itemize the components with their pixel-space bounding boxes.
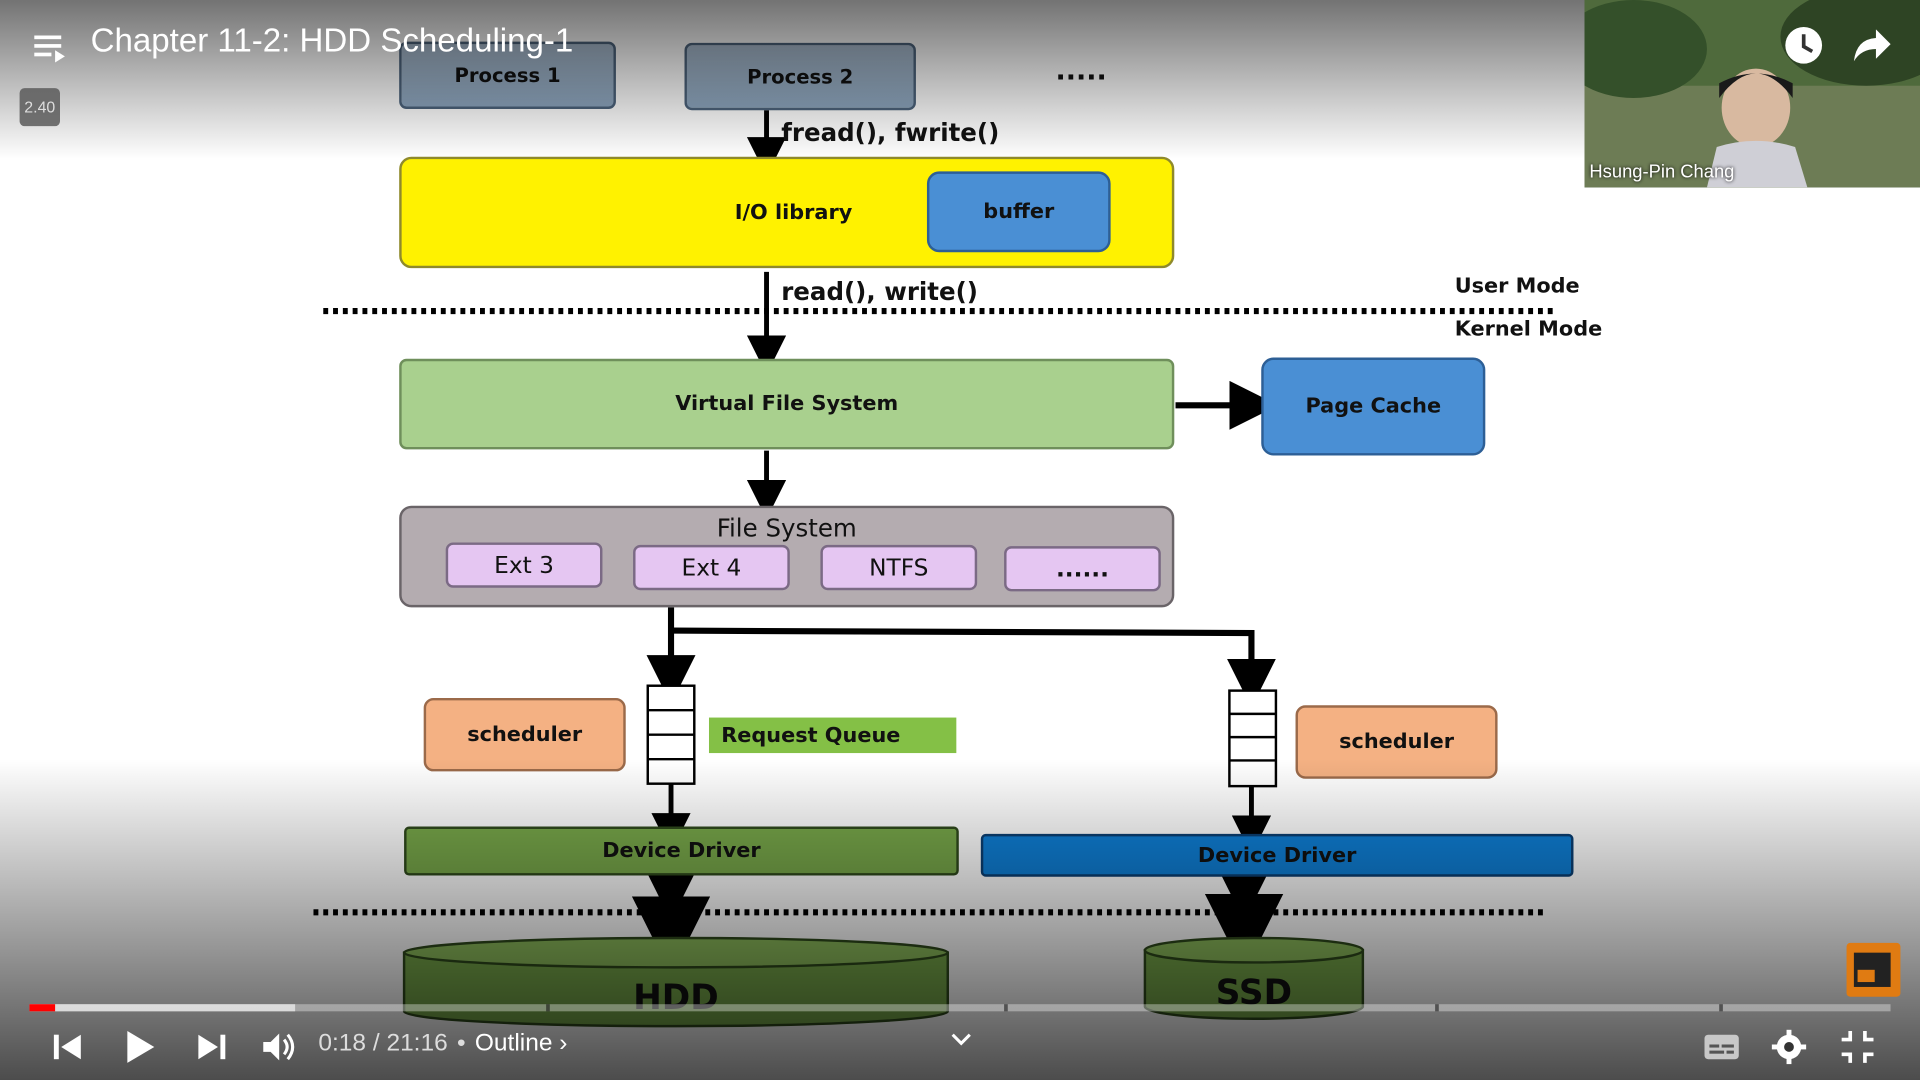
video-title[interactable]: Chapter 11-2: HDD Scheduling-1	[90, 22, 574, 59]
scheduler-left: scheduler	[423, 697, 626, 772]
io-library-label: I/O library	[734, 200, 853, 225]
progress-bar[interactable]	[29, 1004, 1891, 1012]
arrow-fs-to-queue-right	[671, 627, 1276, 708]
request-queue-label: Request Queue	[708, 717, 957, 754]
chevron-down-icon[interactable]	[950, 1031, 972, 1053]
share-icon[interactable]	[1851, 27, 1893, 70]
fs-ext3: Ext 3	[445, 542, 603, 588]
chapter-gap	[546, 1004, 550, 1012]
play-icon[interactable]	[122, 1029, 156, 1072]
volume-icon[interactable]	[260, 1029, 297, 1072]
process-2: Process 2	[684, 42, 916, 111]
file-system-label: File System	[716, 513, 857, 543]
vfs-box: Virtual File System	[399, 358, 1175, 450]
page-cache-box: Page Cache	[1261, 357, 1486, 456]
captions-icon[interactable]	[1702, 1031, 1741, 1069]
outline-chapter[interactable]: Outline ›	[475, 1030, 568, 1057]
fs-more: ......	[1004, 546, 1161, 592]
previous-icon[interactable]	[51, 1031, 83, 1069]
settings-icon[interactable]	[1771, 1029, 1808, 1072]
device-driver-left: Device Driver	[404, 826, 959, 876]
fs-ntfs: NTFS	[820, 544, 978, 591]
chevron-right-icon: ›	[559, 1029, 568, 1057]
device-driver-right: Device Driver	[980, 833, 1574, 877]
channel-watermark[interactable]	[1846, 942, 1901, 997]
call-read-label: read(), write()	[781, 276, 978, 307]
fs-ext4: Ext 4	[633, 544, 790, 591]
next-icon[interactable]	[196, 1031, 228, 1069]
watch-later-icon[interactable]	[1783, 24, 1825, 72]
chapter-gap	[1435, 1004, 1439, 1012]
chapter-gap	[1004, 1004, 1008, 1012]
request-queue-right	[1228, 689, 1278, 788]
scheduler-right: scheduler	[1295, 705, 1498, 779]
outline-label: Outline	[474, 1029, 553, 1057]
user-mode-label: User Mode	[1454, 274, 1580, 299]
playlist-icon[interactable]	[32, 29, 69, 69]
hdd-label: HDD	[633, 977, 719, 1018]
buffer-box: buffer	[926, 171, 1111, 253]
request-queue-left	[646, 684, 696, 785]
call-fread-label: fread(), fwrite()	[781, 117, 1000, 147]
process-ellipsis: .....	[1055, 56, 1107, 87]
kernel-mode-label: Kernel Mode	[1454, 317, 1603, 342]
exit-fullscreen-icon[interactable]	[1839, 1029, 1876, 1072]
progress-buffered	[29, 1004, 296, 1012]
chapter-gap	[1719, 1004, 1723, 1012]
progress-played	[29, 1004, 56, 1012]
